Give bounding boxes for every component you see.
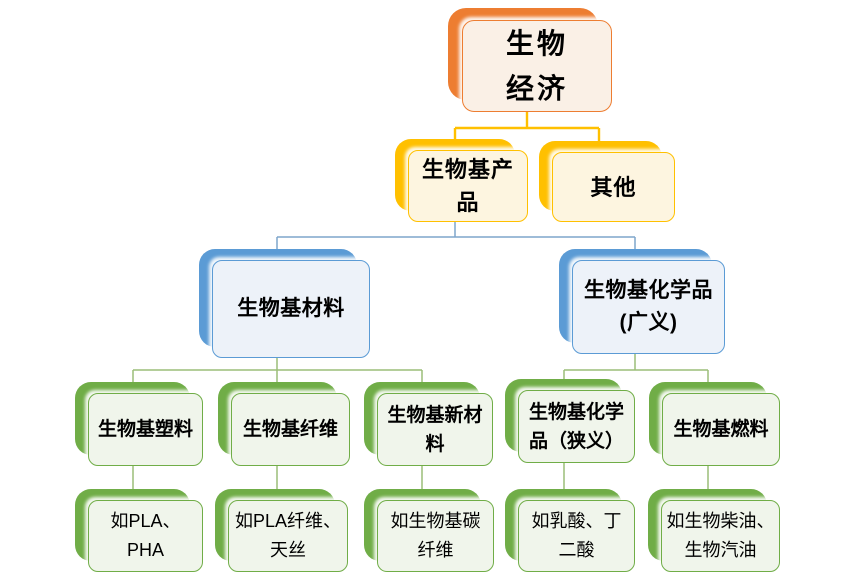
node-bio-fuels-face: 生物基燃料 bbox=[662, 393, 780, 466]
node-bio-chemicals-broad-label-line2: (广义) bbox=[619, 311, 678, 334]
node-bio-new-materials: 生物基新材 料 bbox=[364, 382, 493, 466]
node-example-pla-fiber: 如PLA纤维、 天丝 bbox=[215, 489, 348, 572]
node-example-pla-fiber-face: 如PLA纤维、 天丝 bbox=[228, 500, 348, 572]
node-example-pla-fiber-label-line2: 天丝 bbox=[270, 540, 306, 560]
node-example-lactic-acid-label-line2: 二酸 bbox=[558, 540, 595, 560]
node-example-pla-face: 如PLA、 PHA bbox=[88, 500, 203, 572]
node-bio-chemicals-broad: 生物基化学品 (广义) bbox=[559, 249, 725, 354]
node-root-label-line2: 经济 bbox=[505, 73, 568, 104]
node-example-pla-label-line1: 如PLA、 bbox=[110, 511, 181, 531]
node-bio-new-materials-label-line1: 生物基新材 bbox=[387, 404, 483, 426]
node-example-biodiesel-label-line1: 如生物柴油、 bbox=[666, 511, 775, 531]
node-example-lactic-acid-label-line1: 如乳酸、丁 bbox=[531, 511, 622, 531]
node-example-carbon-fiber-face: 如生物基碳 纤维 bbox=[377, 500, 494, 572]
node-bio-fibers-label: 生物基纤维 bbox=[242, 419, 338, 440]
node-other-face: 其他 bbox=[552, 152, 675, 222]
node-root: 生物 经济 bbox=[448, 8, 612, 112]
node-bio-chemicals-narrow-label-line2: 品（狭义） bbox=[528, 430, 624, 452]
node-example-biodiesel: 如生物柴油、 生物汽油 bbox=[648, 489, 780, 572]
node-other-label: 其他 bbox=[590, 174, 637, 200]
node-bio-fibers-face: 生物基纤维 bbox=[231, 393, 350, 466]
node-example-pla-fiber-label-line1: 如PLA纤维、 bbox=[234, 511, 342, 531]
node-bio-plastics: 生物基塑料 bbox=[75, 382, 203, 466]
node-bio-materials-face: 生物基材料 bbox=[212, 260, 370, 358]
node-example-lactic-acid-face: 如乳酸、丁 二酸 bbox=[518, 500, 635, 572]
node-bio-fuels-label: 生物基燃料 bbox=[673, 419, 769, 440]
node-example-lactic-acid: 如乳酸、丁 二酸 bbox=[505, 489, 635, 572]
node-bio-products: 生物基产 品 bbox=[395, 139, 528, 222]
node-example-biodiesel-face: 如生物柴油、 生物汽油 bbox=[661, 500, 780, 572]
node-bio-new-materials-label-line2: 料 bbox=[425, 433, 445, 455]
node-bio-chemicals-broad-face: 生物基化学品 (广义) bbox=[572, 260, 725, 354]
node-bio-materials: 生物基材料 bbox=[199, 249, 370, 358]
node-example-carbon-fiber-label-line2: 纤维 bbox=[417, 540, 454, 560]
node-bio-products-label-line2: 品 bbox=[456, 190, 480, 215]
node-bio-chemicals-narrow-face: 生物基化学 品（狭义） bbox=[518, 390, 635, 463]
node-bio-plastics-face: 生物基塑料 bbox=[88, 393, 203, 466]
node-bio-chemicals-narrow-label-line1: 生物基化学 bbox=[528, 401, 624, 423]
node-other: 其他 bbox=[539, 141, 675, 222]
node-example-pla: 如PLA、 PHA bbox=[75, 489, 203, 572]
node-bio-chemicals-broad-label-line1: 生物基化学品 bbox=[584, 279, 713, 302]
connector-level3-to-level5 bbox=[132, 354, 709, 490]
node-bio-products-label-line1: 生物基产 bbox=[421, 157, 514, 182]
node-bio-products-face: 生物基产 品 bbox=[408, 150, 528, 222]
node-bio-materials-label: 生物基材料 bbox=[237, 297, 345, 320]
node-bio-new-materials-face: 生物基新材 料 bbox=[377, 393, 493, 466]
node-bio-fibers: 生物基纤维 bbox=[218, 382, 350, 466]
node-example-carbon-fiber-label-line1: 如生物基碳 bbox=[390, 511, 481, 531]
node-bio-fuels: 生物基燃料 bbox=[649, 382, 780, 466]
node-root-face: 生物 经济 bbox=[462, 20, 612, 112]
connector-root-to-level2 bbox=[453, 112, 601, 142]
node-root-label-line1: 生物 bbox=[505, 28, 568, 59]
node-example-pla-label-line2: PHA bbox=[126, 540, 164, 560]
node-example-carbon-fiber: 如生物基碳 纤维 bbox=[364, 489, 494, 572]
node-bio-plastics-label: 生物基塑料 bbox=[97, 419, 193, 440]
node-bio-chemicals-narrow: 生物基化学 品（狭义） bbox=[505, 379, 635, 463]
connector-products-to-level3 bbox=[276, 222, 636, 249]
node-example-biodiesel-label-line2: 生物汽油 bbox=[684, 540, 757, 560]
